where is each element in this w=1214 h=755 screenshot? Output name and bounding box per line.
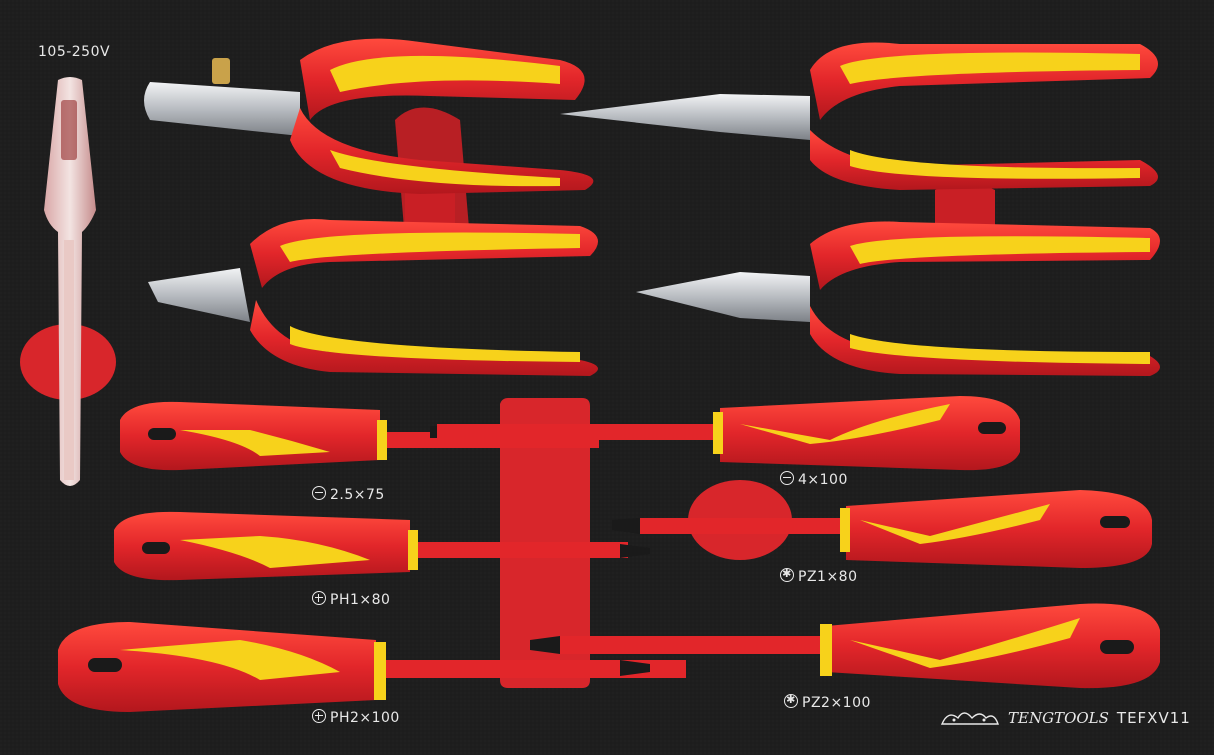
brand-logo-icon: [940, 712, 999, 725]
wire-stripper-pliers[interactable]: [144, 38, 594, 194]
label-ph1x80: PH1×80: [312, 591, 390, 608]
long-nose-pliers[interactable]: [560, 42, 1158, 190]
model-number: TEFXV11: [1116, 709, 1191, 727]
combination-pliers[interactable]: [636, 221, 1160, 376]
handle-holes: [88, 422, 1134, 672]
screwdriver-pz2x100[interactable]: [530, 603, 1160, 689]
slot-icon: [780, 471, 794, 485]
pozidriv-icon: [784, 692, 798, 708]
phillips-icon: [312, 709, 326, 723]
diagonal-cutter-pliers[interactable]: [148, 219, 598, 376]
tray-brand: TENGTOOLS TEFXV11: [940, 706, 1191, 730]
label-slot-2.5x75: 2.5×75: [312, 486, 385, 503]
slot-icon: [312, 486, 326, 500]
screwdriver-ph1x80[interactable]: [114, 511, 650, 581]
screwdriver-pz1x80[interactable]: [612, 490, 1152, 568]
label-pz2x100: PZ2×100: [784, 692, 871, 711]
voltage-label: 105-250V: [38, 44, 111, 60]
screwdriver-slot-4x100[interactable]: [437, 396, 1020, 471]
brand-name: TENGTOOLS: [1008, 709, 1109, 727]
pozidriv-icon: [780, 566, 794, 582]
label-slot-4x100: 4×100: [780, 471, 848, 488]
voltage-tester[interactable]: [44, 77, 96, 486]
label-pz1x80: PZ1×80: [780, 566, 858, 585]
phillips-icon: [312, 591, 326, 605]
screwdriver-ph2x100[interactable]: [58, 622, 686, 712]
label-ph2x100: PH2×100: [312, 709, 400, 726]
